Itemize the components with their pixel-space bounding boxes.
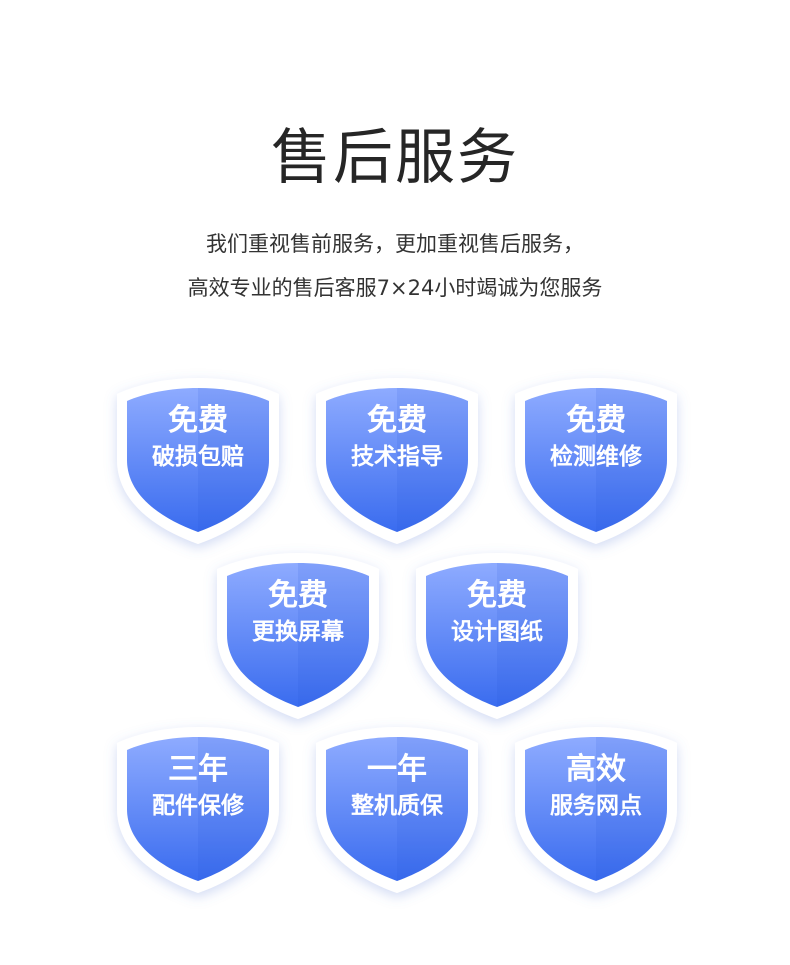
shield-icon	[316, 378, 478, 544]
badge-line1: 免费	[467, 578, 527, 613]
badge-damage-compensation: 免费 破损包赔	[113, 376, 283, 546]
badge-line2: 破损包赔	[152, 444, 244, 470]
badge-service-outlets: 高效 服务网点	[511, 725, 681, 895]
badge-machine-warranty: 一年 整机质保	[312, 725, 482, 895]
badge-parts-warranty: 三年 配件保修	[113, 725, 283, 895]
subtitle-line-2: 高效专业的售后客服7×24小时竭诚为您服务	[187, 276, 603, 300]
badge-line1: 免费	[168, 403, 228, 438]
subtitle-line-1: 我们重视售前服务，更加重视售后服务，	[206, 232, 584, 256]
badge-line2: 服务网点	[550, 793, 642, 819]
badge-line2: 设计图纸	[451, 619, 543, 645]
page-title: 售后服务	[271, 123, 519, 193]
badge-line1: 一年	[367, 752, 427, 787]
badge-line2: 整机质保	[351, 793, 443, 819]
badge-design-drawings: 免费 设计图纸	[412, 551, 582, 721]
badge-line2: 配件保修	[152, 793, 244, 819]
badge-line1: 免费	[367, 403, 427, 438]
badge-line2: 更换屏幕	[252, 619, 344, 645]
shield-icon	[117, 727, 279, 893]
badge-line1: 三年	[168, 752, 228, 787]
badge-inspection-repair: 免费 检测维修	[511, 376, 681, 546]
shield-icon	[217, 553, 379, 719]
badge-line2: 技术指导	[351, 444, 443, 470]
shield-icon	[515, 727, 677, 893]
shield-icon	[117, 378, 279, 544]
badge-technical-guidance: 免费 技术指导	[312, 376, 482, 546]
shield-icon	[416, 553, 578, 719]
badge-screen-replacement: 免费 更换屏幕	[213, 551, 383, 721]
shield-icon	[515, 378, 677, 544]
badge-line1: 免费	[566, 403, 626, 438]
shield-icon	[316, 727, 478, 893]
badge-line1: 高效	[566, 752, 626, 787]
badge-line2: 检测维修	[550, 444, 642, 470]
badge-line1: 免费	[268, 578, 328, 613]
